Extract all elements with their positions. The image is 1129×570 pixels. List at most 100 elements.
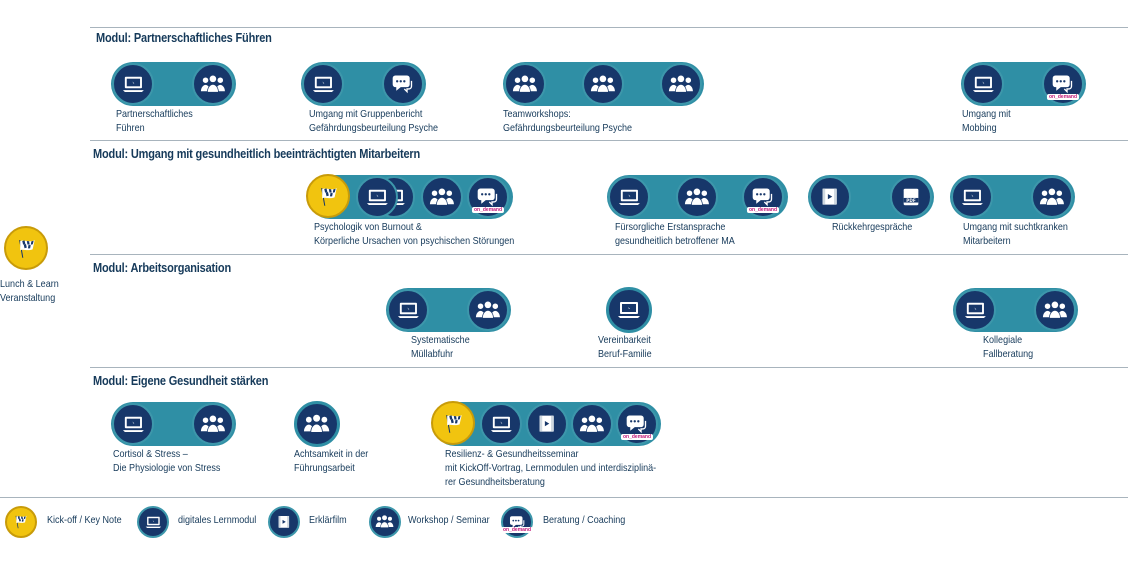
speech-bubble-icon: on_demand <box>467 176 509 218</box>
laptop-icon <box>137 506 169 538</box>
pdf-icon-graphic: PDF <box>903 188 919 206</box>
laptop-icon-graphic <box>122 76 144 92</box>
lunch-learn-kickoff-icon-graphic <box>18 239 35 258</box>
laptop-icon-graphic <box>490 416 512 432</box>
speech-bubble-icon: on_demand <box>742 176 784 218</box>
laptop-icon <box>962 63 1004 105</box>
group-icon <box>369 506 401 538</box>
group-icon-graphic <box>580 415 604 433</box>
on-demand-badge: on_demand <box>746 207 780 213</box>
on-demand-badge: on_demand <box>500 527 534 533</box>
legend-label: Kick-off / Key Note <box>47 514 122 526</box>
laptop-icon[interactable] <box>606 287 652 333</box>
checkered-flag-icon-graphic <box>445 414 462 433</box>
group-icon <box>192 63 234 105</box>
checkered-flag-icon <box>5 506 37 538</box>
laptop-icon-graphic <box>312 76 334 92</box>
group-icon-graphic <box>304 415 330 434</box>
checkered-flag-icon-graphic <box>320 187 337 206</box>
module-title: Modul: Arbeitsorganisation <box>93 261 232 275</box>
on-demand-badge: on_demand <box>620 434 654 440</box>
group-icon-graphic <box>591 75 615 93</box>
on-demand-badge: on_demand <box>471 207 505 213</box>
laptop-icon-graphic <box>964 302 986 318</box>
speech-bubble-icon <box>382 63 424 105</box>
group-icon-graphic <box>513 75 537 93</box>
laptop-icon-graphic <box>145 516 161 528</box>
speech-bubble-icon: on_demand <box>500 506 534 538</box>
speech-bubble-icon: on_demand <box>616 403 658 445</box>
course-label: Teamworkshops:Gefährdungsbeurteilung Psy… <box>503 108 633 134</box>
svg-text:PDF: PDF <box>906 198 916 203</box>
group-icon <box>421 176 463 218</box>
group-icon <box>192 403 234 445</box>
legend-label: digitales Lernmodul <box>178 514 257 526</box>
legend-label: Erklärfilm <box>309 514 347 526</box>
legend-label: Beratung / Coaching <box>543 514 626 526</box>
laptop-icon-graphic <box>366 189 388 205</box>
laptop-icon <box>112 63 154 105</box>
laptop-icon-graphic <box>397 302 419 318</box>
course-label: Cortisol & Stress –Die Physiologie von S… <box>113 448 221 474</box>
group-icon <box>1034 289 1076 331</box>
module-divider <box>90 254 1128 255</box>
group-icon <box>571 403 613 445</box>
pdf-icon: PDF <box>890 176 932 218</box>
group-icon <box>1031 176 1073 218</box>
group-icon[interactable] <box>294 401 340 447</box>
laptop-icon <box>356 176 398 218</box>
speech-bubble-icon-graphic <box>393 75 413 94</box>
video-icon-graphic <box>539 416 555 432</box>
module-title: Modul: Umgang mit gesundheitlich beeintr… <box>93 147 421 161</box>
video-icon <box>526 403 568 445</box>
group-icon-graphic <box>376 515 394 529</box>
speech-bubble-icon-graphic <box>627 415 647 434</box>
checkered-flag-icon <box>431 401 475 445</box>
speech-bubble-icon-graphic <box>753 188 773 207</box>
speech-bubble-icon-graphic <box>509 516 525 530</box>
group-icon-graphic <box>430 188 454 206</box>
laptop-icon-graphic <box>618 189 640 205</box>
course-label: Rückkehrgespräche <box>832 221 913 233</box>
module-title: Modul: Eigene Gesundheit stärken <box>93 374 269 388</box>
checkered-flag-icon <box>306 174 350 218</box>
video-icon-graphic <box>822 189 838 205</box>
group-icon-graphic <box>669 75 693 93</box>
laptop-icon <box>112 403 154 445</box>
laptop-icon-graphic <box>122 416 144 432</box>
group-icon-graphic <box>685 188 709 206</box>
group-icon <box>676 176 718 218</box>
speech-bubble-icon: on_demand <box>1042 63 1084 105</box>
laptop-icon-graphic <box>972 76 994 92</box>
course-label: Psychologik von Burnout &Körperliche Urs… <box>314 221 515 247</box>
module-divider <box>90 140 1128 141</box>
top-divider <box>90 27 1128 28</box>
group-icon <box>504 63 546 105</box>
group-icon-graphic <box>476 301 500 319</box>
laptop-icon <box>951 176 993 218</box>
speech-bubble-icon-graphic <box>478 188 498 207</box>
video-icon-graphic <box>278 516 290 528</box>
group-icon <box>660 63 702 105</box>
on-demand-badge: on_demand <box>1046 94 1080 100</box>
video-icon <box>809 176 851 218</box>
lunch-learn-kickoff-icon[interactable] <box>4 226 48 270</box>
group-icon-graphic <box>1040 188 1064 206</box>
laptop-icon <box>608 176 650 218</box>
laptop-icon <box>954 289 996 331</box>
checkered-flag-icon-graphic <box>15 516 27 529</box>
legend-divider <box>0 497 1128 498</box>
module-divider <box>90 367 1128 368</box>
laptop-icon <box>480 403 522 445</box>
module-title: Modul: Partnerschaftliches Führen <box>96 31 272 45</box>
group-icon <box>467 289 509 331</box>
speech-bubble-icon-graphic <box>1053 75 1073 94</box>
